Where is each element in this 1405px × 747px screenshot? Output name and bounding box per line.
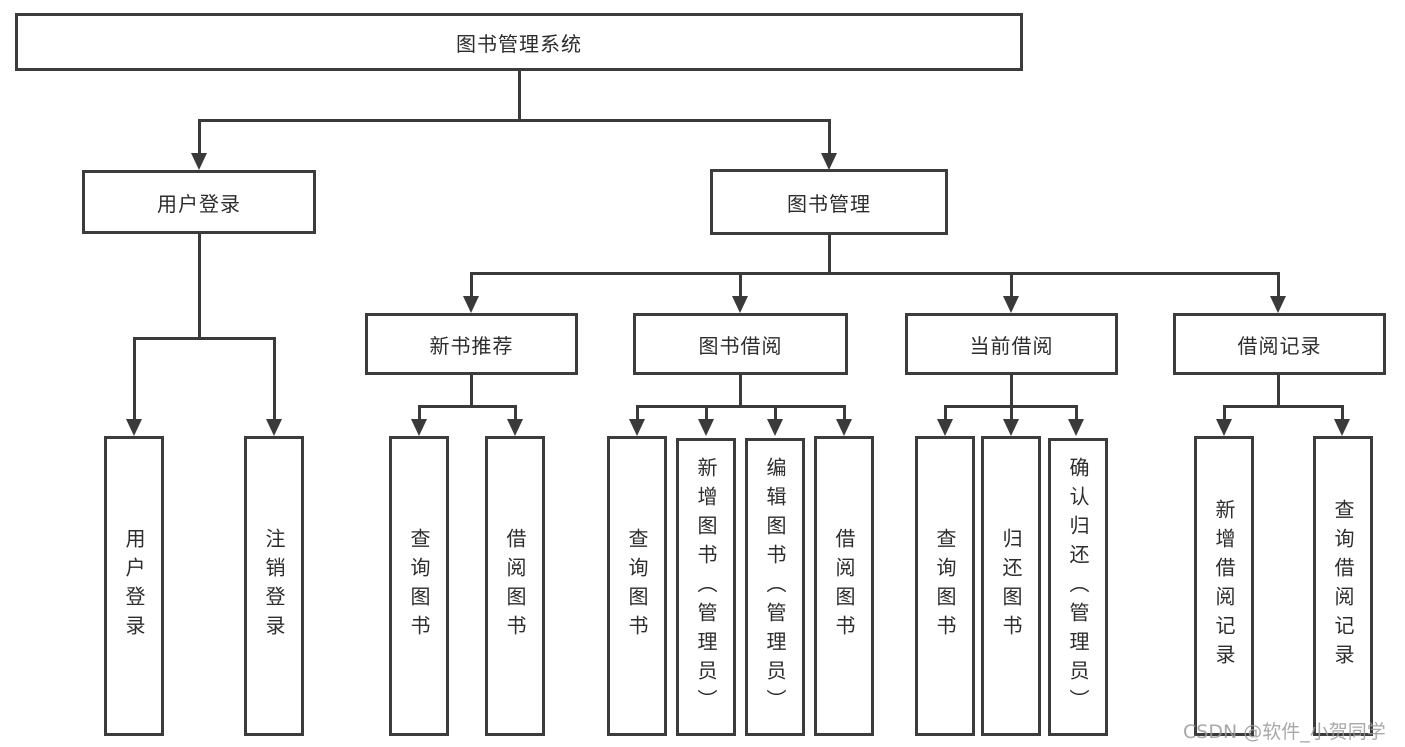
leaf-label: 归还图书 (999, 528, 1023, 644)
leaf-label: 确认归还（管理员） (1066, 456, 1090, 718)
arrowhead (126, 419, 142, 436)
connector-line (470, 272, 473, 296)
node-label: 图书管理系统 (456, 31, 582, 56)
leaf-user-login: 用户登录 (104, 436, 164, 736)
node-label: 当前借阅 (969, 333, 1054, 358)
leaf-label: 用户登录 (122, 528, 146, 644)
connector-line (774, 405, 777, 419)
connector-line (198, 234, 201, 337)
connector-line (636, 405, 639, 419)
node-label: 借阅记录 (1237, 333, 1322, 358)
leaf-label: 查询借阅记录 (1331, 499, 1355, 673)
connector-line (705, 405, 708, 419)
connector-line (1010, 272, 1013, 296)
connector-line (1223, 405, 1226, 419)
connector-line (843, 405, 846, 419)
arrowhead (937, 419, 953, 436)
connector-line (739, 272, 742, 296)
connector-line (514, 405, 517, 419)
connector-line (518, 71, 521, 119)
leaf-label: 查询图书 (407, 528, 431, 644)
arrowhead (1068, 419, 1084, 436)
node-label: 新书推荐 (429, 333, 514, 358)
connector-line (1277, 375, 1280, 405)
connector-line (470, 272, 1280, 275)
connector-line (470, 375, 473, 405)
leaf-borrow-books-recommend: 借阅图书 (485, 436, 545, 736)
connector-line (739, 375, 742, 405)
arrowhead (1003, 419, 1019, 436)
leaf-label: 查询图书 (933, 528, 957, 644)
arrowhead (411, 419, 427, 436)
arrowhead (1003, 296, 1019, 313)
connector-line (133, 337, 275, 340)
connector-line (418, 405, 516, 408)
node-library-system: 图书管理系统 (15, 13, 1023, 71)
leaf-borrow-books: 借阅图书 (814, 436, 874, 736)
leaf-query-borrow-record: 查询借阅记录 (1313, 436, 1373, 736)
connector-line (1223, 405, 1343, 408)
arrowhead (191, 153, 207, 170)
arrowhead (1334, 419, 1350, 436)
connector-line (133, 337, 136, 419)
arrowhead (507, 419, 523, 436)
connector-line (198, 119, 831, 122)
node-current-borrow: 当前借阅 (905, 313, 1118, 375)
leaf-label: 查询图书 (625, 528, 649, 644)
connector-line (828, 235, 831, 272)
node-user-login: 用户登录 (82, 170, 316, 234)
arrowhead (266, 419, 282, 436)
csdn-watermark: CSDN @软件_小贺同学 (1183, 721, 1386, 743)
connector-line (1075, 405, 1078, 419)
leaf-edit-books-admin: 编辑图书（管理员） (745, 438, 805, 736)
leaf-query-books-current: 查询图书 (915, 436, 975, 736)
arrowhead (836, 419, 852, 436)
node-label: 图书借阅 (698, 333, 783, 358)
leaf-return-books: 归还图书 (981, 436, 1041, 736)
leaf-label: 编辑图书（管理员） (763, 456, 787, 718)
arrowhead (463, 296, 479, 313)
leaf-label: 新增借阅记录 (1212, 499, 1236, 673)
connector-line (1010, 405, 1013, 419)
node-borrow-records: 借阅记录 (1173, 313, 1386, 375)
connector-line (273, 337, 276, 419)
connector-line (828, 119, 831, 153)
leaf-query-books-borrow: 查询图书 (607, 436, 667, 736)
leaf-add-books-admin: 新增图书（管理员） (676, 438, 736, 736)
arrowhead (629, 419, 645, 436)
node-book-borrow: 图书借阅 (633, 313, 848, 375)
connector-line (1277, 272, 1280, 296)
leaf-label: 注销登录 (262, 528, 286, 644)
node-label: 图书管理 (787, 191, 871, 216)
connector-line (1010, 375, 1013, 405)
leaf-label: 新增图书（管理员） (694, 456, 718, 718)
leaf-query-books-recommend: 查询图书 (389, 436, 449, 736)
connector-line (944, 405, 947, 419)
arrowhead (1216, 419, 1232, 436)
leaf-logout: 注销登录 (244, 436, 304, 736)
leaf-add-borrow-record: 新增借阅记录 (1194, 436, 1254, 736)
arrowhead (1270, 296, 1286, 313)
connector-line (418, 405, 421, 419)
leaf-label: 借阅图书 (503, 528, 527, 644)
node-new-book-recommend: 新书推荐 (365, 313, 578, 375)
leaf-label: 借阅图书 (832, 528, 856, 644)
connector-line (636, 405, 844, 408)
arrowhead (698, 419, 714, 436)
leaf-confirm-return-admin: 确认归还（管理员） (1048, 438, 1108, 736)
connector-line (1341, 405, 1344, 419)
arrowhead (821, 153, 837, 170)
node-book-management: 图书管理 (710, 169, 948, 235)
arrowhead (767, 419, 783, 436)
arrowhead (732, 296, 748, 313)
connector-line (198, 119, 201, 153)
node-label: 用户登录 (157, 191, 241, 216)
